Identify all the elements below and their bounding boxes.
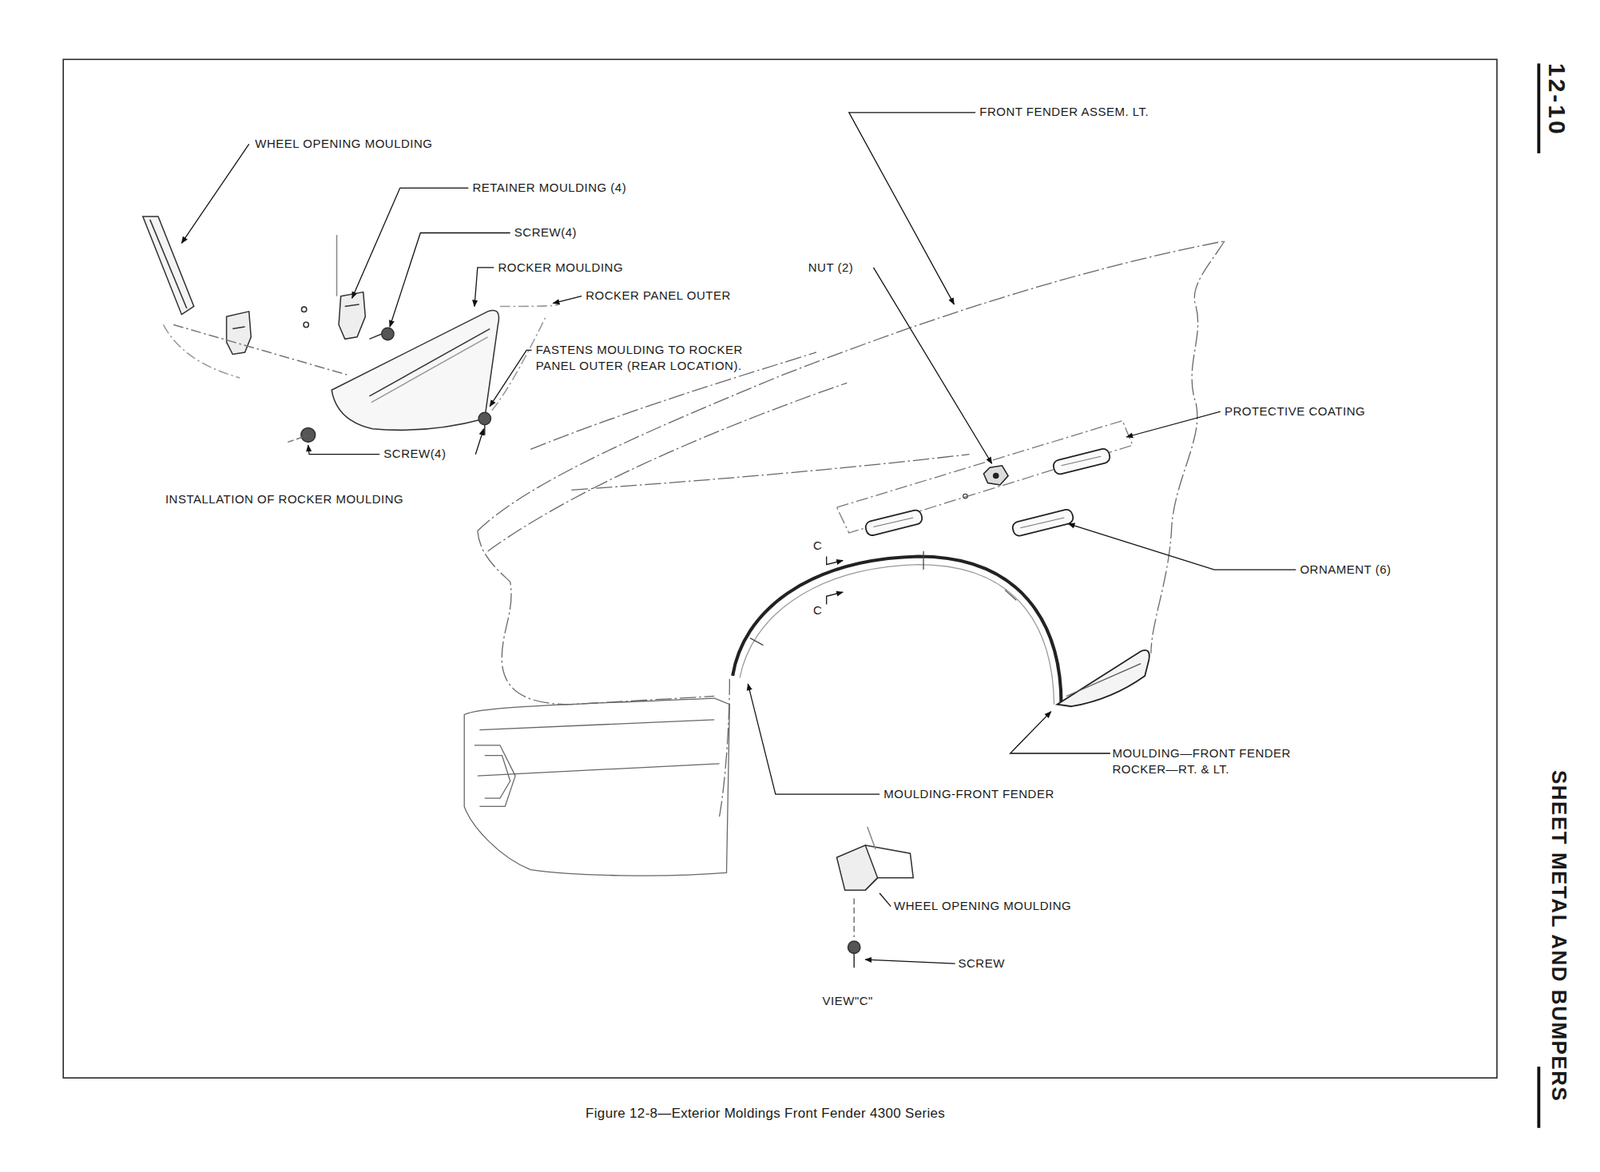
- part-label: INSTALLATION OF ROCKER MOULDING: [165, 491, 404, 508]
- section-title: SHEET METAL AND BUMPERS: [1544, 770, 1573, 1102]
- part-label: VIEW"C": [822, 992, 874, 1009]
- section-marker: C: [813, 602, 822, 619]
- part-label: SCREW(4): [383, 445, 446, 462]
- part-label: ROCKER MOULDING: [497, 259, 624, 276]
- part-label: RETAINER MOULDING (4): [472, 179, 627, 196]
- part-label: FRONT FENDER ASSEM. LT.: [979, 103, 1149, 120]
- wheel-opening-moulding: [732, 551, 1061, 705]
- rocker-moulding: [1056, 650, 1149, 707]
- view-c-detail: [836, 826, 914, 968]
- nut: [963, 465, 1009, 499]
- part-label: MOULDING—FRONT FENDER ROCKER—RT. & LT.: [1111, 745, 1332, 779]
- ornament: [864, 447, 1112, 537]
- part-label: ROCKER PANEL OUTER: [585, 287, 731, 304]
- part-label: NUT (2): [808, 259, 854, 276]
- side-bar: [1536, 1066, 1541, 1128]
- bumper: [464, 698, 730, 876]
- ornament-inner: [873, 456, 1101, 528]
- leader-line: [181, 112, 1296, 964]
- part-label: FASTENS MOULDING TO ROCKER PANEL OUTER (…: [535, 341, 782, 375]
- part-label: WHEEL OPENING MOULDING: [893, 897, 1072, 914]
- fender-outline: [477, 241, 1225, 817]
- frame: [63, 59, 1497, 1078]
- section-marker: C: [813, 537, 822, 554]
- part-label: SCREW(4): [514, 224, 577, 241]
- protective-coating: [836, 420, 1132, 534]
- part-label: PROTECTIVE COATING: [1224, 403, 1366, 420]
- page-number: 12-10: [1540, 63, 1573, 137]
- part-label: ORNAMENT (6): [1299, 561, 1391, 578]
- part-label: WHEEL OPENING MOULDING: [254, 135, 433, 152]
- part-label: MOULDING-FRONT FENDER: [883, 786, 1055, 802]
- part-label: SCREW: [958, 955, 1005, 972]
- rocker-detail: [142, 216, 560, 442]
- figure-caption: Figure 12-8—Exterior Moldings Front Fend…: [585, 1105, 945, 1122]
- side-bar: [1536, 63, 1541, 153]
